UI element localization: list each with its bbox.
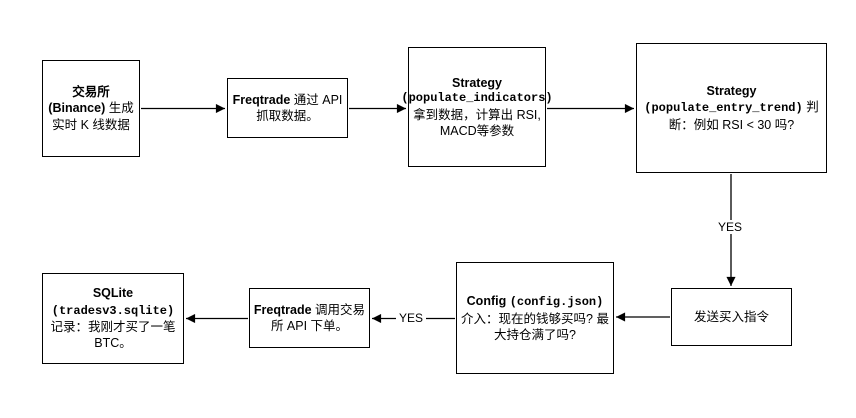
node-send-buy-order: 发送买入指令 bbox=[671, 288, 792, 346]
node-body: 生成实时 K 线数据 bbox=[52, 101, 134, 132]
node-text: (tradesv3.sqlite) 记录：我刚才买了一笔 BTC。 bbox=[46, 302, 180, 352]
node-body: 记录：我刚才买了一笔 BTC。 bbox=[50, 320, 176, 351]
node-place-order: Freqtrade 调用交易所 API 下单。 bbox=[249, 288, 370, 348]
node-title: Freqtrade bbox=[253, 302, 312, 317]
node-title: Freqtrade bbox=[232, 92, 291, 107]
node-code: (config.json) bbox=[509, 294, 604, 309]
node-config-check: Config (config.json) 介入：现在的钱够买吗? 最大持仓满了吗… bbox=[456, 262, 614, 374]
node-populate-entry-trend: Strategy (populate_entry_trend) 判断：例如 RS… bbox=[636, 43, 827, 173]
node-title: SQLite bbox=[92, 286, 134, 301]
node-code: (populate_entry_trend) bbox=[644, 101, 803, 116]
node-title: 交易所 (Binance) bbox=[48, 85, 110, 116]
node-title: Strategy bbox=[706, 83, 757, 98]
node-body: 调用交易所 API 下单。 bbox=[270, 302, 366, 333]
node-text: 交易所 (Binance) 生成实时 K 线数据 bbox=[46, 84, 136, 133]
edge-label-yes-config: YES bbox=[395, 311, 427, 325]
node-text: 发送买入指令 bbox=[693, 309, 769, 324]
node-fetch-data: Freqtrade 通过 API 抓取数据。 bbox=[227, 78, 348, 138]
node-body: 通过 API 抓取数据。 bbox=[256, 92, 343, 123]
node-body: 介入：现在的钱够买吗? 最大持仓满了吗? bbox=[461, 311, 609, 342]
edge-label-yes-entry: YES bbox=[714, 220, 746, 234]
node-body: 判断：例如 RSI < 30 吗? bbox=[668, 100, 819, 132]
node-code: (tradesv3.sqlite) bbox=[51, 303, 175, 318]
node-text: Freqtrade 通过 API 抓取数据。 bbox=[231, 92, 344, 125]
node-body: 拿到数据，计算出 RSI, MACD等参数 bbox=[413, 107, 541, 138]
node-text: (populate_entry_trend) 判断：例如 RSI < 30 吗? bbox=[640, 99, 823, 133]
node-title: Config bbox=[466, 293, 510, 308]
node-text: Freqtrade 调用交易所 API 下单。 bbox=[253, 302, 366, 335]
node-exchange: 交易所 (Binance) 生成实时 K 线数据 bbox=[42, 60, 140, 157]
node-sqlite-record: SQLite (tradesv3.sqlite) 记录：我刚才买了一笔 BTC。 bbox=[42, 273, 184, 364]
node-text: Config (config.json) 介入：现在的钱够买吗? 最大持仓满了吗… bbox=[460, 293, 610, 343]
node-title: Strategy bbox=[451, 75, 503, 90]
node-code: (populate_indicators) bbox=[401, 91, 553, 106]
node-populate-indicators: Strategy (populate_indicators) 拿到数据，计算出 … bbox=[401, 47, 553, 167]
